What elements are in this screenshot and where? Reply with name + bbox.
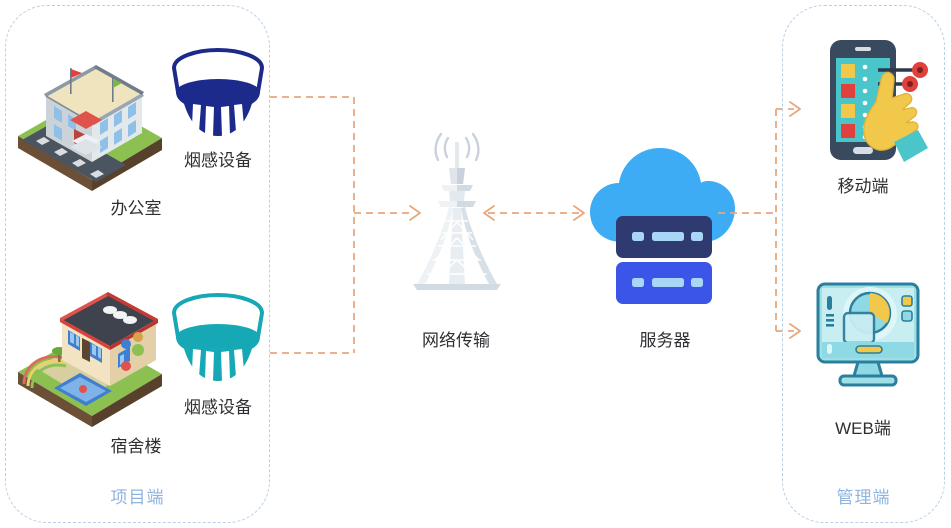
dorm-caption: 宿舍楼	[110, 437, 162, 456]
web-client-icon	[808, 280, 928, 390]
project-side-label: 项目端	[110, 488, 165, 507]
project-side-panel	[5, 5, 270, 523]
radio-tower-icon	[403, 128, 511, 298]
server-caption: 服务器	[639, 331, 691, 350]
smoke-detector-icon-office	[168, 47, 268, 143]
admin-side-label: 管理端	[836, 488, 891, 507]
network-caption: 网络传输	[422, 331, 490, 350]
mobile-client-icon	[812, 36, 937, 166]
cloud-server-icon	[588, 138, 738, 304]
mobile-caption: 移动端	[837, 177, 889, 196]
web-caption: WEB端	[835, 419, 891, 438]
office-building-icon	[14, 28, 166, 191]
dorm-detector-caption: 烟感设备	[184, 398, 252, 417]
smoke-detector-icon-dorm	[168, 292, 268, 388]
dormitory-building-icon	[14, 268, 166, 427]
office-detector-caption: 烟感设备	[184, 151, 252, 170]
admin-side-panel	[782, 5, 945, 523]
office-caption: 办公室	[110, 199, 162, 218]
